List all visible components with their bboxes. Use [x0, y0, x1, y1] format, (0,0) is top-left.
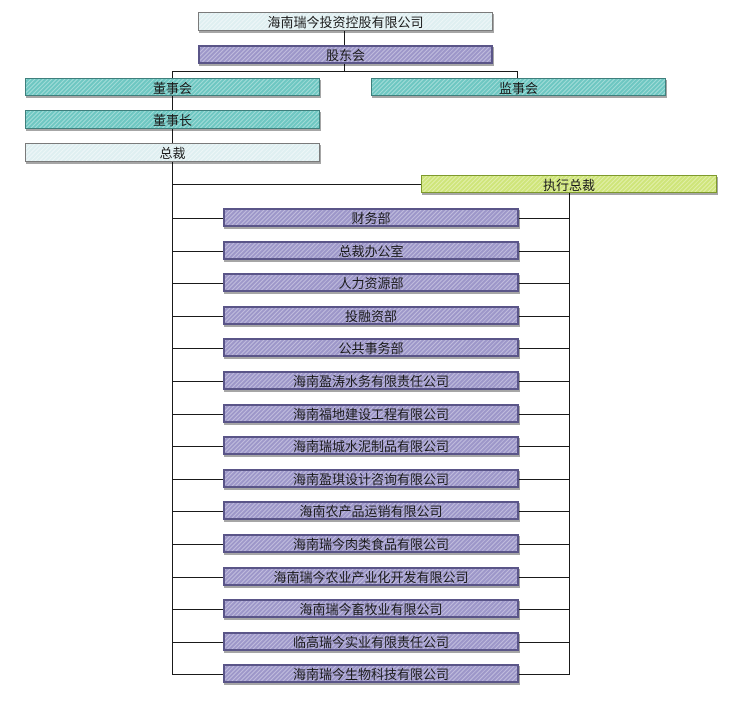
supervisors-box: 监事会 — [371, 78, 666, 97]
department-label: 公共事务部 — [338, 342, 404, 357]
connector-line — [517, 71, 518, 78]
department-label: 总裁办公室 — [338, 245, 404, 260]
branch-line-right — [519, 511, 570, 512]
branch-line-right — [519, 316, 570, 317]
trunk-right — [569, 193, 570, 674]
branch-line-right — [519, 577, 570, 578]
department-box: 海南瑞今农业产业化开发有限公司 — [223, 567, 519, 586]
president-label: 总裁 — [159, 147, 186, 162]
branch-line-right — [519, 544, 570, 545]
company-box: 海南瑞今投资控股有限公司 — [198, 12, 493, 31]
branch-line-left — [172, 674, 223, 675]
branch-line-right — [519, 283, 570, 284]
branch-line-right — [519, 609, 570, 610]
department-box: 海南盈琪设计咨询有限公司 — [223, 469, 519, 488]
executive-president-label: 执行总裁 — [542, 178, 595, 194]
company-label: 海南瑞今投资控股有限公司 — [267, 16, 424, 31]
branch-line-right — [519, 381, 570, 382]
trunk-left — [172, 162, 173, 674]
shareholders-label: 股东会 — [325, 49, 365, 64]
branch-line-right — [519, 446, 570, 447]
department-box: 海南福地建设工程有限公司 — [223, 404, 519, 423]
branch-line-right — [519, 218, 570, 219]
department-label: 海南瑞今肉类食品有限公司 — [292, 538, 449, 553]
connector-line — [344, 64, 345, 72]
department-box: 海南瑞城水泥制品有限公司 — [223, 436, 519, 455]
department-box: 总裁办公室 — [223, 241, 519, 260]
branch-line-right — [519, 674, 570, 675]
department-label: 海南瑞今畜牧业有限公司 — [299, 603, 443, 618]
branch-line-right — [519, 348, 570, 349]
connector-line — [172, 71, 173, 78]
supervisors-label: 监事会 — [498, 81, 538, 97]
department-label: 人力资源部 — [338, 277, 404, 292]
connector-line — [172, 184, 422, 185]
branch-line-right — [519, 414, 570, 415]
department-box: 海南瑞今肉类食品有限公司 — [223, 534, 519, 553]
branch-line-left — [172, 251, 223, 252]
shareholders-box: 股东会 — [198, 45, 493, 64]
department-box: 海南盈涛水务有限责任公司 — [223, 371, 519, 390]
branch-line-right — [519, 479, 570, 480]
department-box: 临高瑞今实业有限责任公司 — [223, 632, 519, 651]
branch-line-left — [172, 577, 223, 578]
president-box: 总裁 — [25, 143, 320, 162]
department-label: 海南福地建设工程有限公司 — [292, 408, 449, 423]
department-box: 海南瑞今生物科技有限公司 — [223, 664, 519, 683]
board-box: 董事会 — [25, 78, 320, 97]
department-box: 财务部 — [223, 208, 519, 227]
board-label: 董事会 — [152, 81, 192, 97]
branch-line-left — [172, 479, 223, 480]
department-label: 财务部 — [351, 212, 391, 227]
connector-line — [172, 129, 173, 143]
branch-line-left — [172, 316, 223, 317]
branch-line-right — [519, 642, 570, 643]
department-label: 海南瑞城水泥制品有限公司 — [292, 440, 449, 455]
branch-line-left — [172, 381, 223, 382]
department-label: 海南农产品运销有限公司 — [299, 505, 443, 520]
chairman-label: 董事长 — [152, 114, 192, 129]
executive-president-box: 执行总裁 — [421, 175, 717, 194]
branch-line-right — [519, 251, 570, 252]
branch-line-left — [172, 348, 223, 349]
branch-line-left — [172, 544, 223, 545]
department-label: 投融资部 — [344, 310, 397, 325]
department-box: 公共事务部 — [223, 338, 519, 357]
branch-line-left — [172, 511, 223, 512]
department-label: 海南瑞今生物科技有限公司 — [292, 668, 449, 683]
department-label: 海南盈琪设计咨询有限公司 — [292, 473, 449, 488]
connector-line — [344, 31, 345, 45]
department-box: 人力资源部 — [223, 273, 519, 292]
department-label: 临高瑞今实业有限责任公司 — [292, 636, 449, 651]
branch-line-left — [172, 642, 223, 643]
branch-line-left — [172, 446, 223, 447]
branch-line-left — [172, 283, 223, 284]
connector-line — [172, 71, 518, 72]
branch-line-left — [172, 414, 223, 415]
department-box: 海南瑞今畜牧业有限公司 — [223, 599, 519, 618]
branch-line-left — [172, 609, 223, 610]
chairman-box: 董事长 — [25, 110, 320, 129]
department-label: 海南盈涛水务有限责任公司 — [292, 375, 449, 390]
department-box: 海南农产品运销有限公司 — [223, 501, 519, 520]
department-box: 投融资部 — [223, 306, 519, 325]
department-label: 海南瑞今农业产业化开发有限公司 — [273, 571, 469, 586]
connector-line — [172, 96, 173, 110]
branch-line-left — [172, 218, 223, 219]
